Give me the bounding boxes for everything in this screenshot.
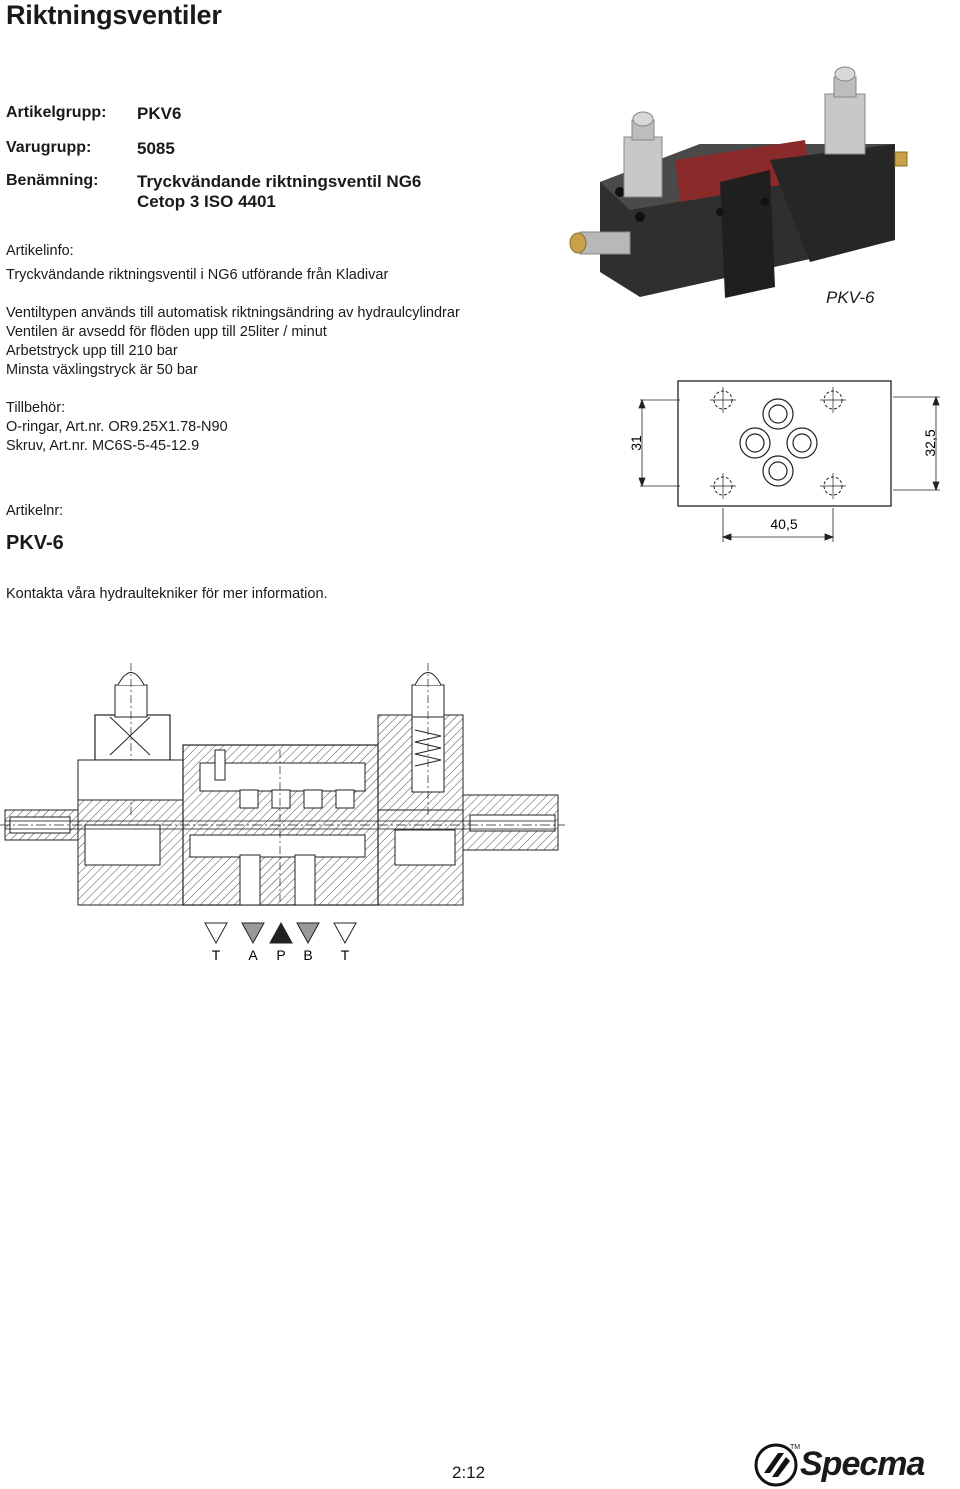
photo-caption: PKV-6	[826, 288, 875, 307]
brand-name: Specma	[800, 1445, 925, 1483]
port-t-right: T	[341, 947, 350, 963]
port-a: A	[248, 947, 258, 963]
artikelinfo-intro: Tryckvändande riktningsventil i NG6 utfö…	[6, 267, 389, 283]
info-line: Ventiltypen används till automatisk rikt…	[6, 305, 460, 321]
port-t-left: T	[212, 947, 221, 963]
tillbehor-line: O-ringar, Art.nr. OR9.25X1.78-N90	[6, 419, 228, 435]
specma-logo-icon	[754, 1443, 798, 1487]
varugrupp-label: Varugrupp:	[6, 139, 92, 156]
port-p: P	[276, 947, 285, 963]
info-line: Minsta växlingstryck är 50 bar	[6, 362, 198, 378]
benamning-label: Benämning:	[6, 172, 99, 189]
valve-cross-section: T A P B T	[0, 663, 565, 963]
dimension-height: 31	[628, 435, 644, 451]
artikelgrupp-label: Artikelgrupp:	[6, 104, 107, 121]
dimension-height-2: 32,5	[922, 429, 938, 456]
brand-trademark: TM	[790, 1444, 801, 1451]
contact-text: Kontakta våra hydraultekniker för mer in…	[6, 586, 328, 602]
port-b: B	[303, 947, 312, 963]
info-line: Ventilen är avsedd för flöden upp till 2…	[6, 324, 327, 340]
artikelgrupp-value: PKV6	[137, 104, 182, 123]
dimension-width: 40,5	[770, 516, 797, 532]
benamning-value: Tryckvändande riktningsventil NG6	[137, 172, 422, 191]
mounting-face-drawing: 31 32,5 40,5	[628, 380, 940, 542]
tillbehor-line: Skruv, Art.nr. MC6S-5-45-12.9	[6, 438, 200, 454]
valve-photo	[569, 66, 908, 298]
benamning-value-2: Cetop 3 ISO 4401	[137, 192, 276, 211]
artikelnr-heading: Artikelnr:	[6, 503, 64, 519]
tillbehor-heading: Tillbehör:	[6, 400, 66, 416]
artikelnr-value: PKV-6	[6, 532, 64, 554]
artikelinfo-heading: Artikelinfo:	[6, 243, 74, 259]
page-title: Riktningsventiler	[6, 0, 222, 30]
varugrupp-value: 5085	[137, 139, 175, 158]
page-number: 2:12	[452, 1463, 486, 1482]
info-line: Arbetstryck upp till 210 bar	[6, 343, 178, 359]
